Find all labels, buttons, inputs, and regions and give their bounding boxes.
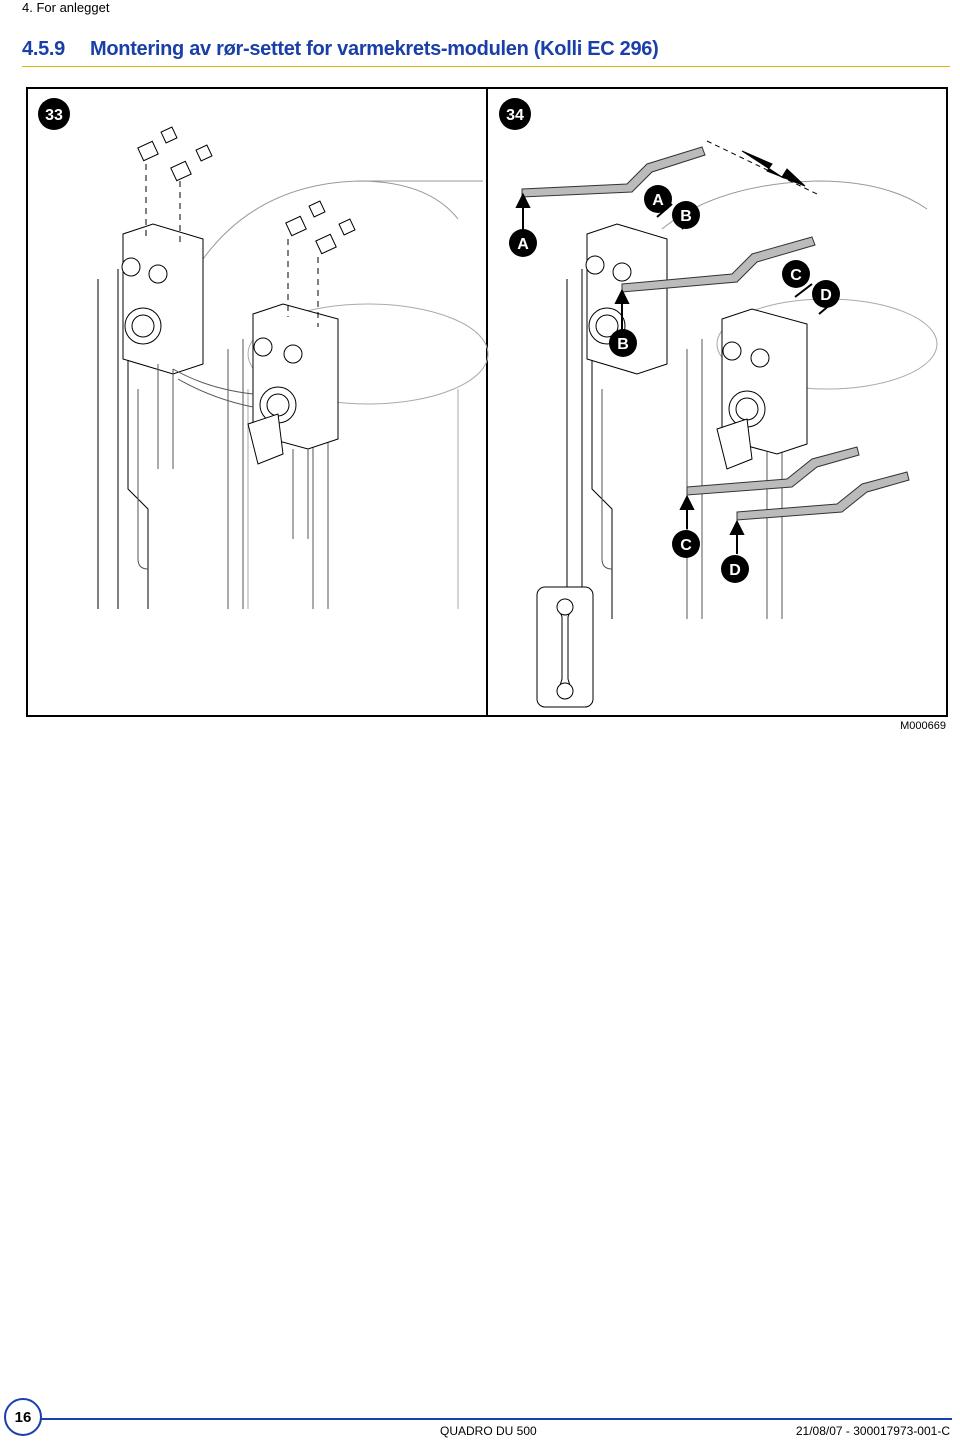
callout-c-lower: C [672,530,700,558]
callout-c-text: C [790,267,802,284]
callout-b-upper: B [672,201,700,229]
callout-d-upper: D [812,280,840,308]
figure-code: M000669 [900,720,946,732]
callout-a-lower: A [509,229,537,257]
step-33-badge: 33 [38,98,70,130]
callout-b-text: B [617,336,629,353]
callout-d-text: D [820,287,832,304]
callout-a-text: A [517,236,529,253]
footer-product: QUADRO DU 500 [440,1424,537,1438]
callout-c-upper: C [782,260,810,288]
wrench-icon [556,598,574,700]
footer-doc-ref: 21/08/07 - 300017973-001-C [795,1424,950,1438]
callout-d-text: D [729,562,741,579]
assembly-illustration: 33 [38,89,938,715]
page-number: 16 [4,1398,42,1436]
step-34-label: 34 [506,107,524,124]
section-title: 4.5.9 Montering av rør-settet for varmek… [22,38,950,67]
assembly-figure: 33 [26,87,948,717]
title-number: 4.5.9 [22,38,65,60]
callout-a-text: A [652,192,664,209]
step-33-label: 33 [45,107,63,124]
panel-34 [515,140,938,708]
section-header: 4. For anlegget [22,0,110,15]
title-text: Montering av rør-settet for varmekrets-m… [90,38,659,60]
callout-b-lower: B [609,329,637,357]
step-34-badge: 34 [499,98,531,130]
panel-33 [97,126,489,609]
footer-rule [22,1418,952,1420]
callout-a-upper: A [644,185,672,213]
callout-b-text: B [680,208,692,225]
callout-c-text: C [680,537,692,554]
callout-d-lower: D [721,555,749,583]
